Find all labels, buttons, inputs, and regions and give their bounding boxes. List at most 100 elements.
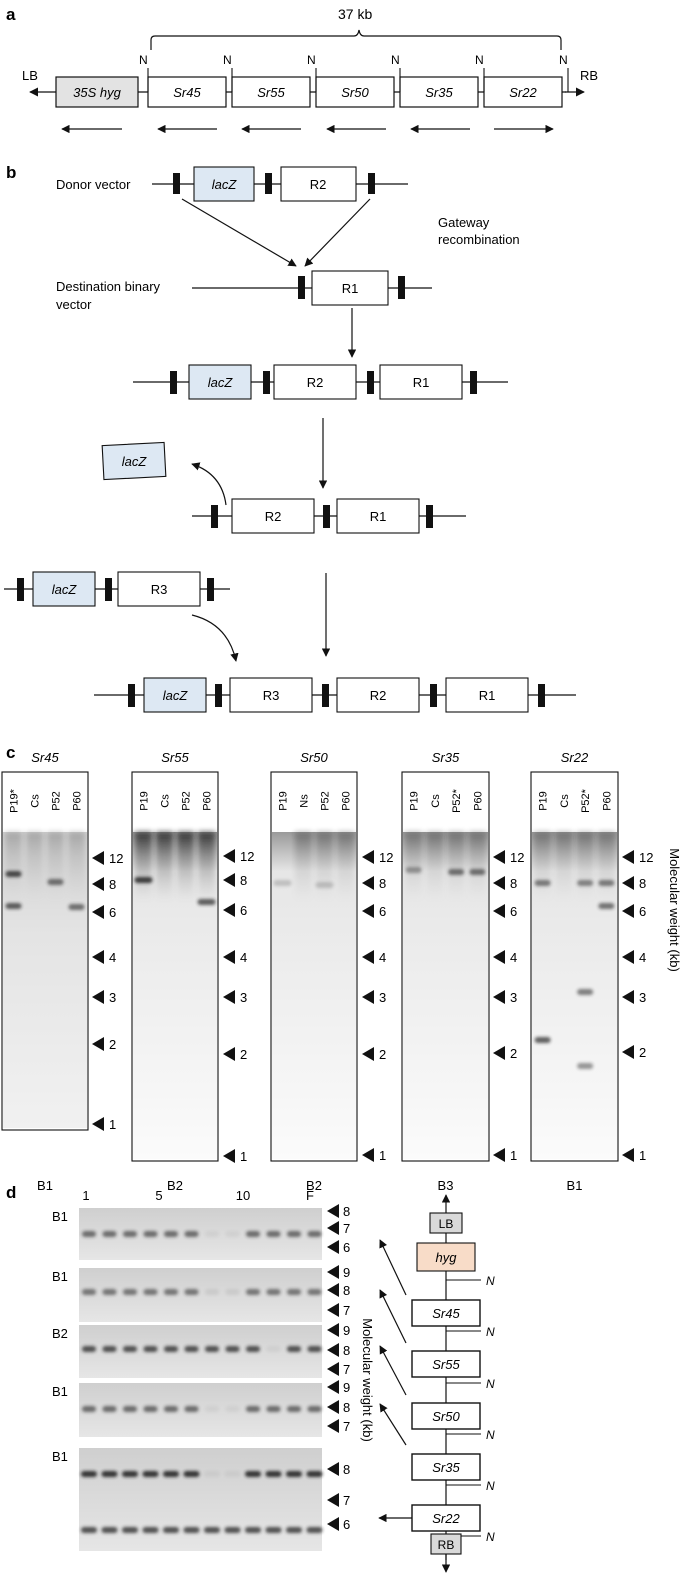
panel-c-letter: c xyxy=(6,743,15,762)
band xyxy=(163,1527,179,1533)
marker-label: 6 xyxy=(109,905,116,920)
batch-label: B1 xyxy=(52,1209,68,1224)
marker-label: 1 xyxy=(510,1148,517,1163)
band xyxy=(123,1406,137,1412)
lb-label: LB xyxy=(439,1217,454,1231)
band xyxy=(102,1471,118,1477)
marker-label: 4 xyxy=(639,950,646,965)
marker-label: 4 xyxy=(510,950,517,965)
band xyxy=(577,989,593,995)
n-site-label: N xyxy=(486,1479,495,1493)
marker-arrow xyxy=(223,849,235,863)
lane-label: Cs xyxy=(430,794,442,808)
lb-label: LB xyxy=(22,68,38,83)
band xyxy=(205,1406,219,1412)
batch-label: B1 xyxy=(37,1178,53,1193)
lane-label: P19 xyxy=(278,791,290,811)
panel-d-letter: d xyxy=(6,1183,16,1202)
band xyxy=(103,1346,117,1352)
marker-label: 2 xyxy=(379,1047,386,1062)
band xyxy=(198,899,216,905)
batch-label: B1 xyxy=(52,1269,68,1284)
marker-label: 9 xyxy=(343,1265,350,1280)
lane-label: P60 xyxy=(341,791,353,811)
band xyxy=(185,1231,199,1237)
lane-label: P60 xyxy=(72,791,84,811)
marker-arrow xyxy=(493,1148,505,1162)
band xyxy=(122,1471,138,1477)
marker-arrow xyxy=(493,990,505,1004)
band xyxy=(286,1527,302,1533)
destination-vector-label-1: Destination binary xyxy=(56,279,161,294)
marker-arrow xyxy=(493,950,505,964)
blot-image xyxy=(79,1325,322,1378)
marker-arrow xyxy=(223,1047,235,1061)
r2-label: R2 xyxy=(307,375,324,390)
destination-vector-label-2: vector xyxy=(56,297,92,312)
marker-arrow xyxy=(92,851,104,865)
band xyxy=(287,1406,301,1412)
blot-title: Sr45 xyxy=(31,750,59,765)
r1-label: R1 xyxy=(342,281,359,296)
marker-arrow xyxy=(92,905,104,919)
band xyxy=(307,1527,323,1533)
marker-arrow xyxy=(92,1117,104,1131)
band xyxy=(266,1471,282,1477)
marker-label: 8 xyxy=(343,1462,350,1477)
band xyxy=(81,1527,97,1533)
band xyxy=(144,1289,158,1295)
band xyxy=(81,1471,97,1477)
n-site-label: N xyxy=(559,53,568,67)
marker-arrow xyxy=(327,1265,339,1279)
marker-arrow xyxy=(327,1517,339,1531)
band xyxy=(103,1289,117,1295)
band xyxy=(226,1406,240,1412)
marker-label: 4 xyxy=(379,950,386,965)
band xyxy=(267,1346,281,1352)
marker-arrow xyxy=(327,1240,339,1254)
band xyxy=(205,1346,219,1352)
band xyxy=(226,1231,240,1237)
marker-label: 12 xyxy=(510,850,524,865)
panel-b: b Donor vector lacZ R2 Gateway recombina… xyxy=(4,163,576,712)
panel-c-axis-label: Molecular weight (kb) xyxy=(667,848,682,972)
marker-label: 12 xyxy=(639,850,653,865)
band xyxy=(308,1289,322,1295)
band xyxy=(103,1231,117,1237)
marker-arrow xyxy=(362,1148,374,1162)
band xyxy=(226,1346,240,1352)
band xyxy=(123,1346,137,1352)
marker-label: 2 xyxy=(510,1046,517,1061)
blot-sr55: Sr55P19CsP52P6012864321B2 xyxy=(132,750,254,1193)
band xyxy=(287,1231,301,1237)
band xyxy=(164,1231,178,1237)
band xyxy=(144,1231,158,1237)
batch-label: B2 xyxy=(52,1326,68,1341)
donor-vector-label: Donor vector xyxy=(56,177,131,192)
gateway-label-1: Gateway xyxy=(438,215,490,230)
lane-label: P52 xyxy=(320,791,332,811)
gene-label: Sr35 xyxy=(432,1460,460,1475)
marker-arrow xyxy=(362,850,374,864)
marker-label: 6 xyxy=(639,904,646,919)
marker-label: 8 xyxy=(109,877,116,892)
n-site-label: N xyxy=(486,1530,495,1544)
band xyxy=(123,1231,137,1237)
lane-label: Cs xyxy=(559,794,571,808)
band xyxy=(308,1406,322,1412)
marker-arrow xyxy=(327,1343,339,1357)
marker-label: 2 xyxy=(639,1045,646,1060)
lane-label: P60 xyxy=(202,791,214,811)
marker-arrow xyxy=(493,850,505,864)
marker-label: 7 xyxy=(343,1419,350,1434)
marker-label: 12 xyxy=(109,851,123,866)
band xyxy=(163,1471,179,1477)
band xyxy=(274,880,292,886)
band xyxy=(535,1037,551,1043)
marker-label: 9 xyxy=(343,1323,350,1338)
band xyxy=(204,1471,220,1477)
